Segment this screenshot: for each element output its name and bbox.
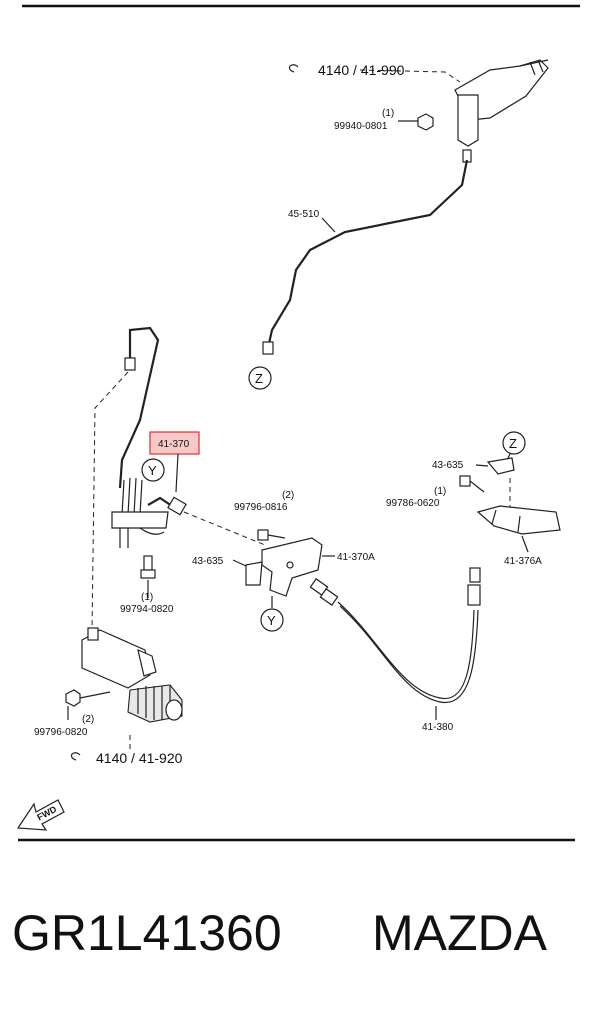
circle-z-right-label: Z (509, 436, 517, 451)
ref-4140-41-990-label: 4140 / 41-990 (318, 62, 405, 78)
clutch-hose-41-380 (309, 567, 481, 704)
hose-41-380-label: 41-380 (422, 722, 454, 733)
hose-junction-block (111, 477, 187, 548)
ref-pointer-icon-bottom (70, 752, 81, 761)
part-41-370-label[interactable]: 41-370 (158, 439, 190, 450)
ref-pointer-icon-top (288, 64, 299, 73)
fwd-arrow-icon: FWD (16, 799, 65, 831)
clutch-release-cylinder (81, 627, 183, 723)
bracket-43-635-right (486, 457, 515, 475)
bolt-99796-0816-label: 99796-0816 (234, 502, 288, 513)
bracket-41-370a (245, 537, 323, 597)
bolt-99786-0620-label: 99786-0620 (386, 498, 440, 509)
bolt-99794-0820-qty: (1) (141, 592, 153, 603)
caption-part-number: GR1L41360 (12, 905, 282, 961)
bolt-99796-0816-qty: (2) (282, 490, 294, 501)
bolt-99786-0620 (459, 475, 485, 493)
bolt-99794-0820 (140, 555, 156, 579)
bracket-41-376a-label: 41-376A (504, 556, 542, 567)
center-dash-leader (183, 511, 266, 546)
bolt-99940-0801-label: 99940-0801 (334, 121, 388, 132)
caption-brand: MAZDA (372, 905, 548, 961)
bracket-43-635-left-label: 43-635 (192, 556, 224, 567)
circle-y-bottom-label: Y (267, 613, 276, 628)
bolt-99796-0820-qty: (2) (82, 714, 94, 725)
brake-pipe-45-510 (266, 159, 469, 349)
circle-z-upper (248, 366, 272, 390)
left-pipe (118, 326, 160, 489)
ref-leader-top (359, 69, 461, 83)
circle-z-right (502, 431, 526, 455)
circle-y-left-label: Y (148, 463, 157, 478)
left-pipe-fitting (124, 357, 136, 371)
master-cylinder-assembly (454, 59, 549, 163)
bolt-99796-0820-label: 99796-0820 (34, 727, 88, 738)
left-dash-leader (91, 371, 129, 631)
part-41-370-highlight[interactable] (149, 431, 200, 455)
pipe-fitting-lower (262, 341, 274, 355)
bolt-99794-0820-label: 99794-0820 (120, 604, 174, 615)
bracket-41-370a-label: 41-370A (337, 552, 375, 563)
circle-y-left (141, 458, 165, 482)
bolt-99796-0816 (257, 529, 286, 541)
bolt-99796-0820-head (65, 689, 81, 707)
pipe-45-510-label: 45-510 (288, 209, 320, 220)
bolt-99786-0620-qty: (1) (434, 486, 446, 497)
nut-99940-0801 (417, 113, 434, 131)
circle-y-bottom (260, 608, 284, 632)
ref-4140-41-920-label: 4140 / 41-920 (96, 750, 183, 766)
bracket-43-635-right-label: 43-635 (432, 460, 464, 471)
circle-z-upper-label: Z (255, 371, 263, 386)
bolt-99940-0801-qty: (1) (382, 108, 394, 119)
